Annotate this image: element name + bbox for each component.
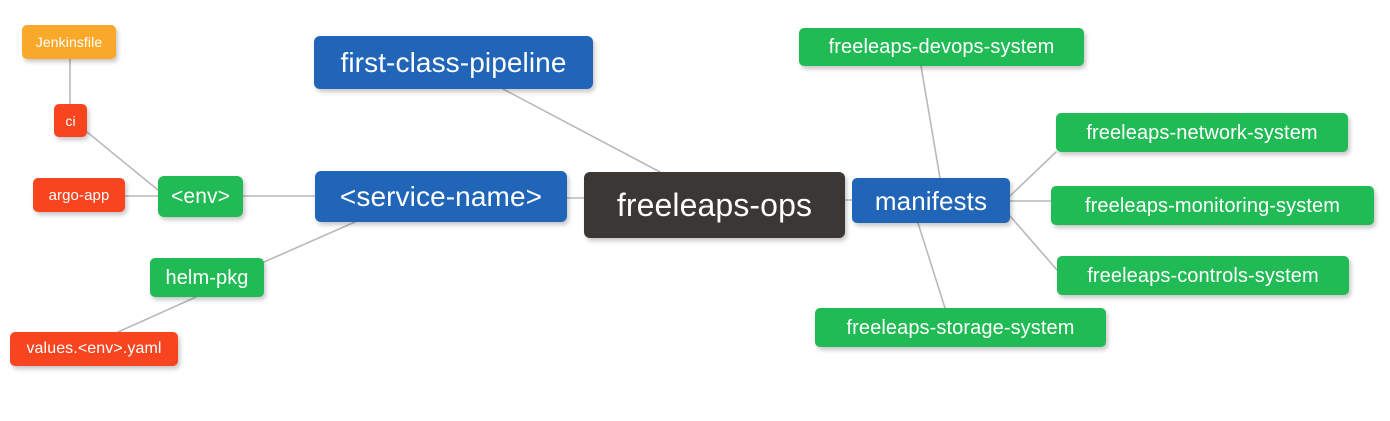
- node-first-class-pipeline[interactable]: first-class-pipeline: [314, 36, 593, 89]
- node-label-freeleaps-network-system: freeleaps-network-system: [1086, 121, 1318, 144]
- node-freeleaps-network-system[interactable]: freeleaps-network-system: [1056, 113, 1348, 152]
- node-ci[interactable]: ci: [54, 104, 87, 137]
- node-env[interactable]: <env>: [158, 176, 243, 217]
- node-service-name[interactable]: <service-name>: [315, 171, 567, 222]
- node-argo-app[interactable]: argo-app: [33, 178, 125, 212]
- node-helm-pkg[interactable]: helm-pkg: [150, 258, 264, 297]
- edge-freeleaps-controls-system-to-manifests: [1009, 215, 1058, 271]
- node-label-freeleaps-storage-system: freeleaps-storage-system: [846, 316, 1075, 339]
- edge-freeleaps-devops-system-to-manifests: [920, 65, 941, 179]
- node-freeleaps-ops[interactable]: freeleaps-ops: [584, 172, 845, 238]
- node-label-manifests: manifests: [874, 185, 988, 216]
- edge-first-class-pipeline-to-freeleaps-ops: [502, 88, 661, 173]
- node-label-ci: ci: [65, 112, 76, 129]
- node-values-yaml[interactable]: values.<env>.yaml: [10, 332, 178, 366]
- edge-freeleaps-storage-system-to-manifests: [917, 222, 946, 309]
- edge-helm-pkg-to-values-yaml: [117, 296, 197, 333]
- node-freeleaps-devops-system[interactable]: freeleaps-devops-system: [799, 28, 1084, 66]
- node-label-service-name: <service-name>: [339, 180, 543, 212]
- node-label-argo-app: argo-app: [48, 186, 110, 204]
- node-label-freeleaps-controls-system: freeleaps-controls-system: [1087, 264, 1319, 287]
- node-label-freeleaps-devops-system: freeleaps-devops-system: [828, 36, 1055, 58]
- node-label-env: <env>: [171, 185, 230, 208]
- node-freeleaps-controls-system[interactable]: freeleaps-controls-system: [1057, 256, 1349, 295]
- node-label-values-yaml: values.<env>.yaml: [26, 340, 162, 357]
- edge-service-name-to-helm-pkg: [263, 221, 356, 263]
- node-label-freeleaps-monitoring-system: freeleaps-monitoring-system: [1084, 194, 1340, 217]
- node-manifests[interactable]: manifests: [852, 178, 1010, 223]
- node-label-freeleaps-ops: freeleaps-ops: [616, 187, 813, 223]
- node-freeleaps-monitoring-system[interactable]: freeleaps-monitoring-system: [1051, 186, 1374, 225]
- node-label-first-class-pipeline: first-class-pipeline: [340, 46, 567, 78]
- node-freeleaps-storage-system[interactable]: freeleaps-storage-system: [815, 308, 1106, 347]
- node-jenkinsfile[interactable]: Jenkinsfile: [22, 25, 116, 59]
- node-label-helm-pkg: helm-pkg: [165, 266, 249, 289]
- edge-freeleaps-network-system-to-manifests: [1009, 151, 1057, 197]
- node-label-jenkinsfile: Jenkinsfile: [35, 34, 103, 50]
